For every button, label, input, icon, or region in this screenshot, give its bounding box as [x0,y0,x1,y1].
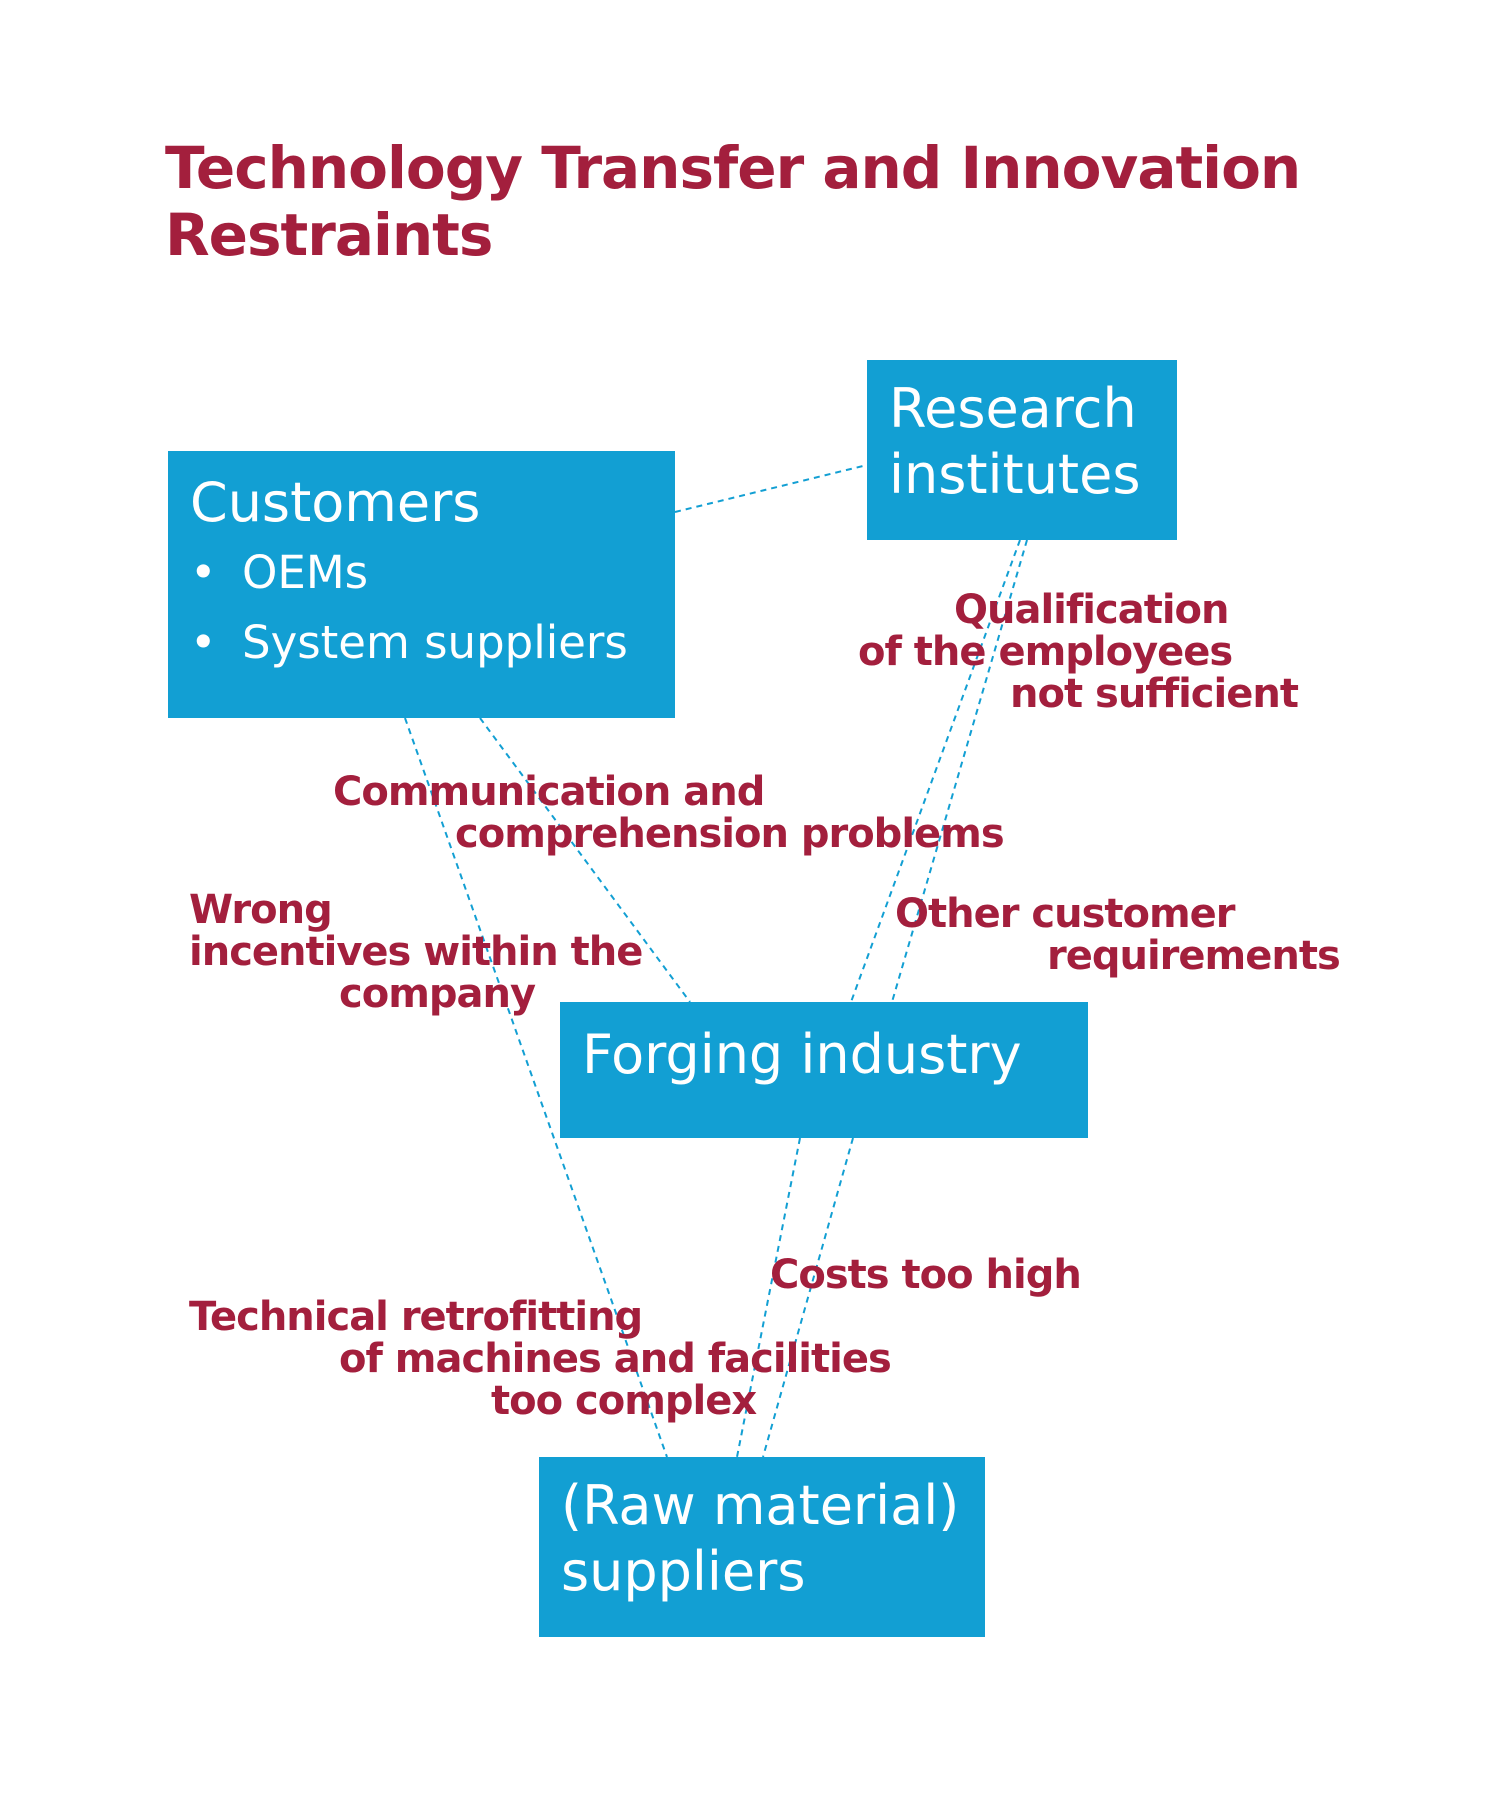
label-line: requirements [1047,933,1341,979]
connector-customers-suppliers [404,717,668,1458]
customers-list: • OEMs • System suppliers [190,538,675,678]
bullet-icon: • [190,546,217,599]
research-institutes-box: Research institutes [867,360,1177,540]
label-line: too complex [491,1378,757,1424]
label-line: of machines and facilities [339,1336,892,1382]
label-line: Technical retrofitting [189,1294,643,1340]
label-other-requirements: Other customer requirements [895,891,1341,979]
bullet-icon: • [190,616,217,669]
connector-customers-research [674,464,868,513]
suppliers-line-2: suppliers [561,1540,806,1603]
customers-item-system-suppliers: System suppliers [242,616,628,669]
label-line: of the employees [858,629,1233,675]
list-item: • System suppliers [190,608,675,678]
connector-forging-suppliers-b [762,1137,854,1458]
suppliers-line-1: (Raw material) [561,1474,960,1537]
research-line-2: institutes [889,443,1141,506]
forging-industry-box: Forging industry [560,1002,1088,1138]
label-line: not sufficient [1010,671,1299,717]
label-retrofitting: Technical retrofitting of machines and f… [189,1294,892,1424]
customers-box: Customers • OEMs • System suppliers [168,451,675,718]
label-line: company [339,971,536,1017]
page-title: Technology Transfer and Innovation [165,134,1301,202]
label-line: incentives within the [189,929,643,975]
label-line: Costs too high [770,1252,1082,1298]
raw-material-suppliers-box: (Raw material) suppliers [539,1457,985,1637]
forging-label: Forging industry [582,1023,1022,1086]
connector-research-forging-b [891,539,1028,1003]
research-line-1: Research [889,377,1137,440]
list-item: • OEMs [190,538,675,608]
label-costs: Costs too high [770,1252,1082,1298]
label-wrong-incentives: Wrong incentives within the company [189,887,643,1017]
customers-item-oems: OEMs [242,546,369,599]
connector-customers-forging [479,717,691,1003]
label-communication: Communication and comprehension problems [333,769,1005,857]
connector-research-forging-a [850,539,1021,1003]
label-line: Wrong [189,887,333,933]
label-qualification: Qualification of the employees not suffi… [858,587,1299,717]
label-line: Qualification [954,587,1229,633]
label-line: Other customer [895,891,1236,937]
customers-heading: Customers [190,471,481,534]
label-line: comprehension problems [455,811,1005,857]
page-title-line-2: Restraints [165,201,493,269]
label-line: Communication and [333,769,765,815]
